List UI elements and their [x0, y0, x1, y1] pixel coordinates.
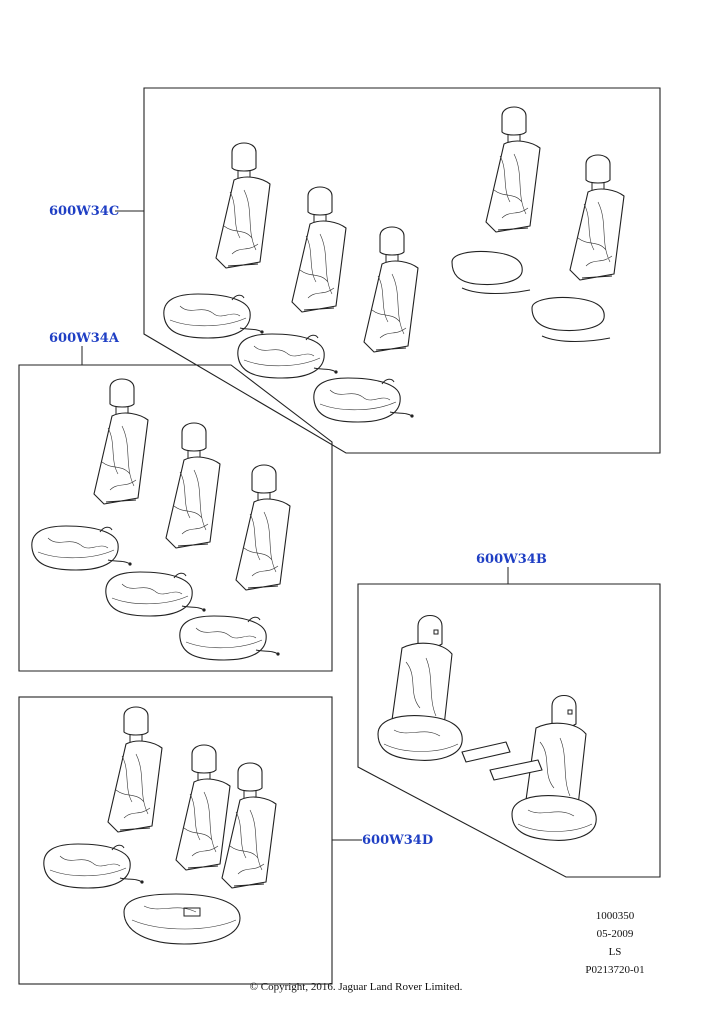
group-600w34b: [357, 567, 661, 878]
group-600w34a: [18, 346, 333, 672]
drawing-code: LS: [608, 946, 622, 958]
callout-600w34d[interactable]: 600W34D: [362, 833, 434, 848]
group-a-frame: [18, 364, 333, 672]
group-c-frame: [143, 87, 661, 454]
drawing-number: 1000350: [595, 910, 635, 922]
group-600w34c: [115, 87, 661, 454]
callout-600w34a[interactable]: 600W34A: [49, 331, 119, 346]
group-600w34d: [18, 696, 362, 985]
group-b-frame: [357, 583, 661, 878]
illustration-id: P0213720-01: [585, 964, 645, 976]
callout-600w34b[interactable]: 600W34B: [476, 552, 547, 567]
callout-600w34c[interactable]: 600W34C: [49, 204, 120, 219]
copyright-notice: © Copyright, 2016. Jaguar Land Rover Lim…: [249, 981, 463, 993]
drawing-date: 05-2009: [596, 928, 634, 940]
